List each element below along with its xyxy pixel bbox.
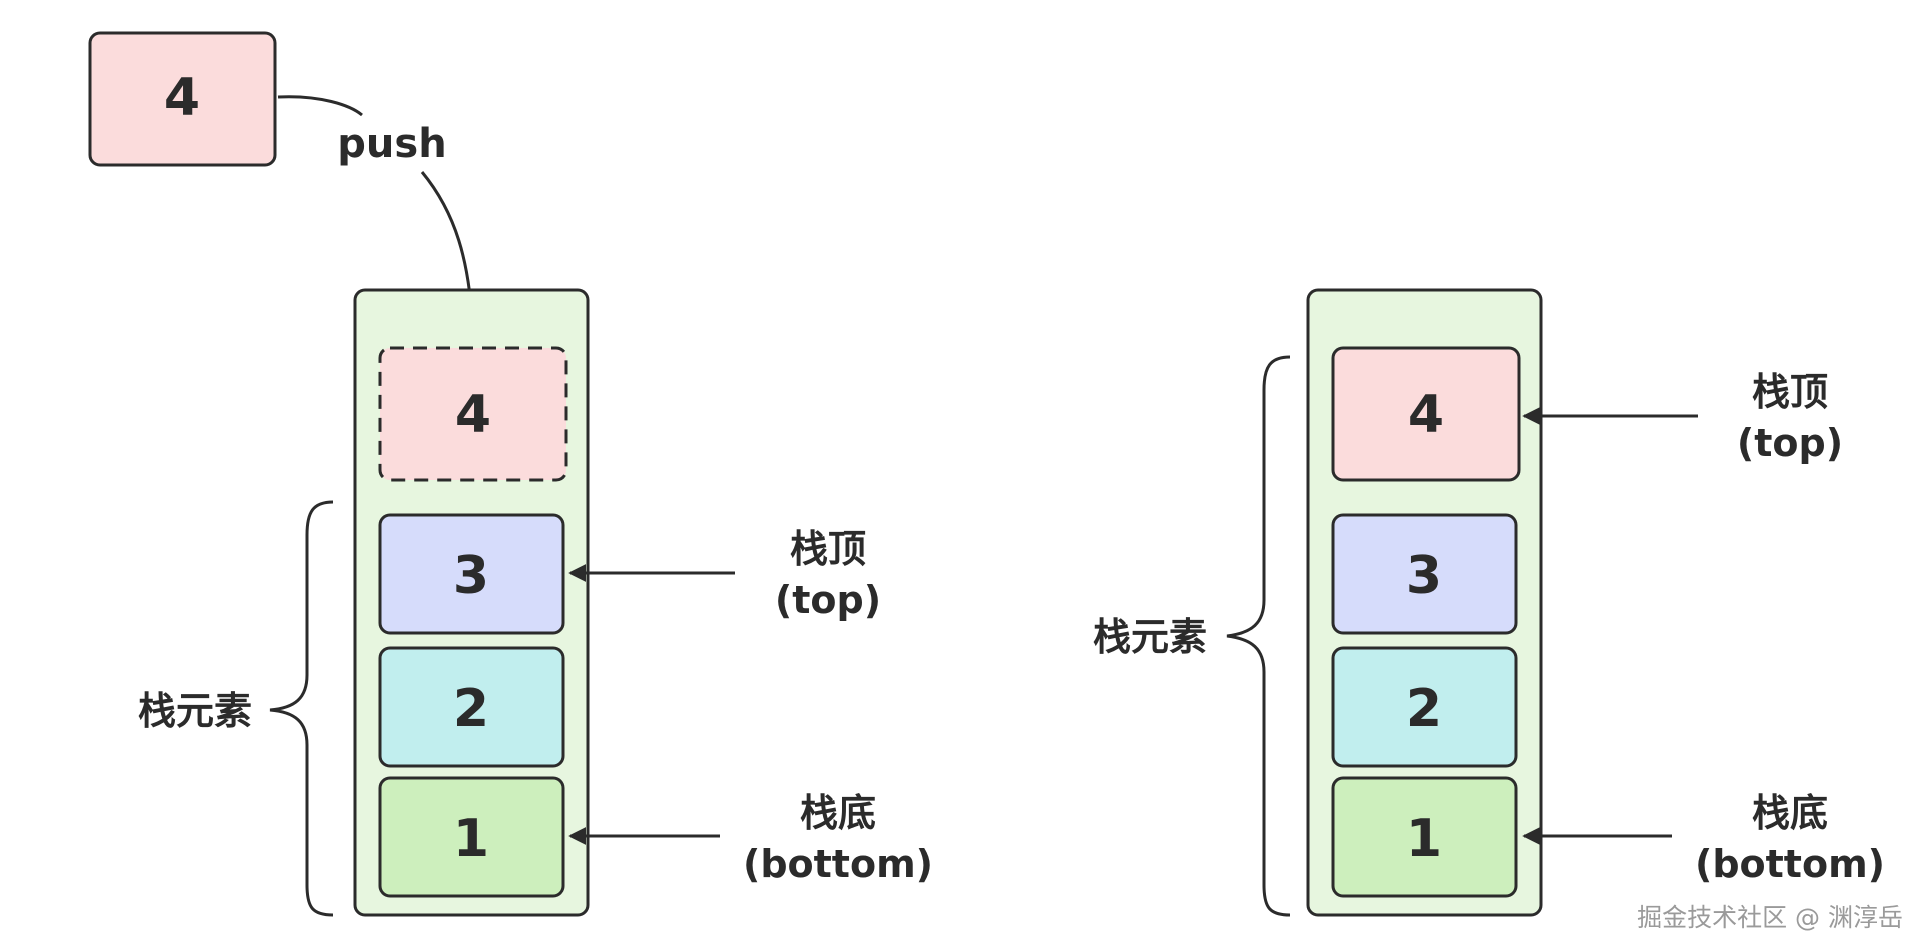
stack-item-rect [378, 646, 565, 768]
stack-item-value: 3 [1406, 546, 1442, 606]
left-top-label-line1: 栈顶 [790, 527, 866, 571]
stack-item-rect [1331, 646, 1518, 768]
left-stack-item-1: 1 [378, 776, 565, 898]
stack-item-rect [378, 776, 565, 898]
left-stack-pending-item: 4 [378, 346, 568, 482]
right-stack-item-4: 4 [1331, 346, 1521, 482]
push-connector: push [277, 95, 482, 337]
right-bottom-label-line1: 栈底 [1752, 791, 1828, 835]
right-brace [1226, 355, 1291, 917]
left-brace [269, 500, 334, 917]
push-connector-line-top [277, 95, 363, 117]
stack-item-value: 4 [1408, 385, 1444, 445]
stack-item-rect [1331, 513, 1518, 635]
right-brace-label: 栈元素 [1093, 615, 1207, 659]
stack-item-value: 2 [1406, 679, 1442, 739]
left-stack-item-3: 3 [378, 513, 565, 635]
right-stack-item-1: 1 [1331, 776, 1518, 898]
pending-item-value: 4 [455, 385, 491, 445]
left-brace-label: 栈元素 [138, 689, 252, 733]
stack-item-rect [1331, 776, 1518, 898]
left-bottom-label-line2: (bottom) [743, 842, 933, 886]
left-stack-item-2: 2 [378, 646, 565, 768]
left-bottom-label-line1: 栈底 [800, 791, 876, 835]
stack-item-value: 2 [453, 679, 489, 739]
stack-item-rect [378, 513, 565, 635]
stack-item-rect [1331, 346, 1521, 482]
right-stack: 4 3 2 1 栈元素 栈顶 (top) 栈底 (bottom) [1093, 288, 1885, 917]
stack-item-value: 1 [1406, 809, 1442, 869]
stack-item-value: 3 [453, 546, 489, 606]
right-stack-item-3: 3 [1331, 513, 1518, 635]
push-source-value: 4 [164, 68, 200, 128]
left-stack: 4 3 2 1 栈元素 栈顶 (top) 栈底 (bottom) [138, 288, 933, 917]
right-stack-item-2: 2 [1331, 646, 1518, 768]
stack-item-value: 1 [453, 809, 489, 869]
right-top-label-line1: 栈顶 [1752, 370, 1828, 414]
watermark: 掘金技术社区 @ 渊淳岳 [1637, 903, 1903, 932]
left-top-label-line2: (top) [775, 578, 881, 622]
push-label: push [337, 121, 446, 167]
pending-item-rect [378, 346, 568, 482]
push-source-rect [88, 31, 277, 167]
right-top-label-line2: (top) [1737, 421, 1843, 465]
right-bottom-label-line2: (bottom) [1695, 842, 1885, 886]
push-source-box: 4 [88, 31, 277, 167]
